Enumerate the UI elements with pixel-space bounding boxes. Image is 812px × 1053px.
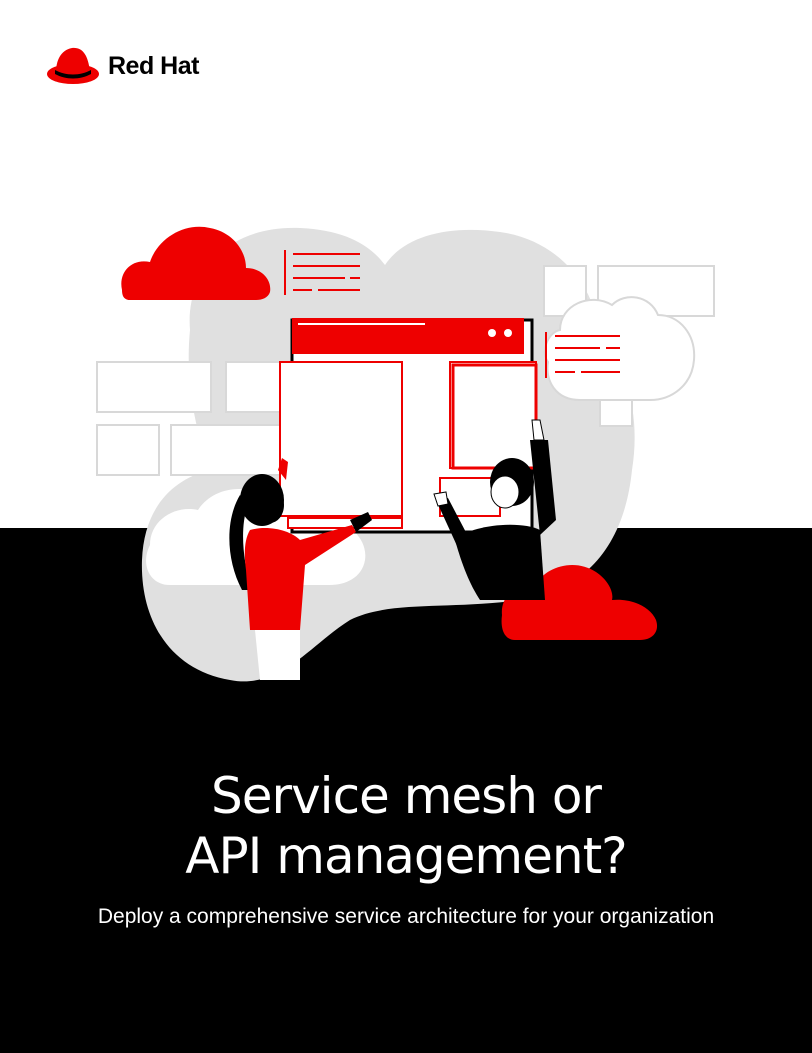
- page-subtitle: Deploy a comprehensive service architect…: [97, 905, 715, 928]
- title-line-2: API management?: [185, 827, 627, 885]
- page-title: Service mesh or API management?: [0, 766, 812, 886]
- fedora-hat-icon: [47, 47, 99, 84]
- title-line-1: Service mesh or: [211, 767, 602, 825]
- red-hat-logo: Red Hat: [46, 44, 199, 88]
- black-band: [0, 528, 812, 1053]
- people-assembling-cloud-app-illustration: [96, 226, 715, 682]
- brand-name: Red Hat: [108, 51, 199, 80]
